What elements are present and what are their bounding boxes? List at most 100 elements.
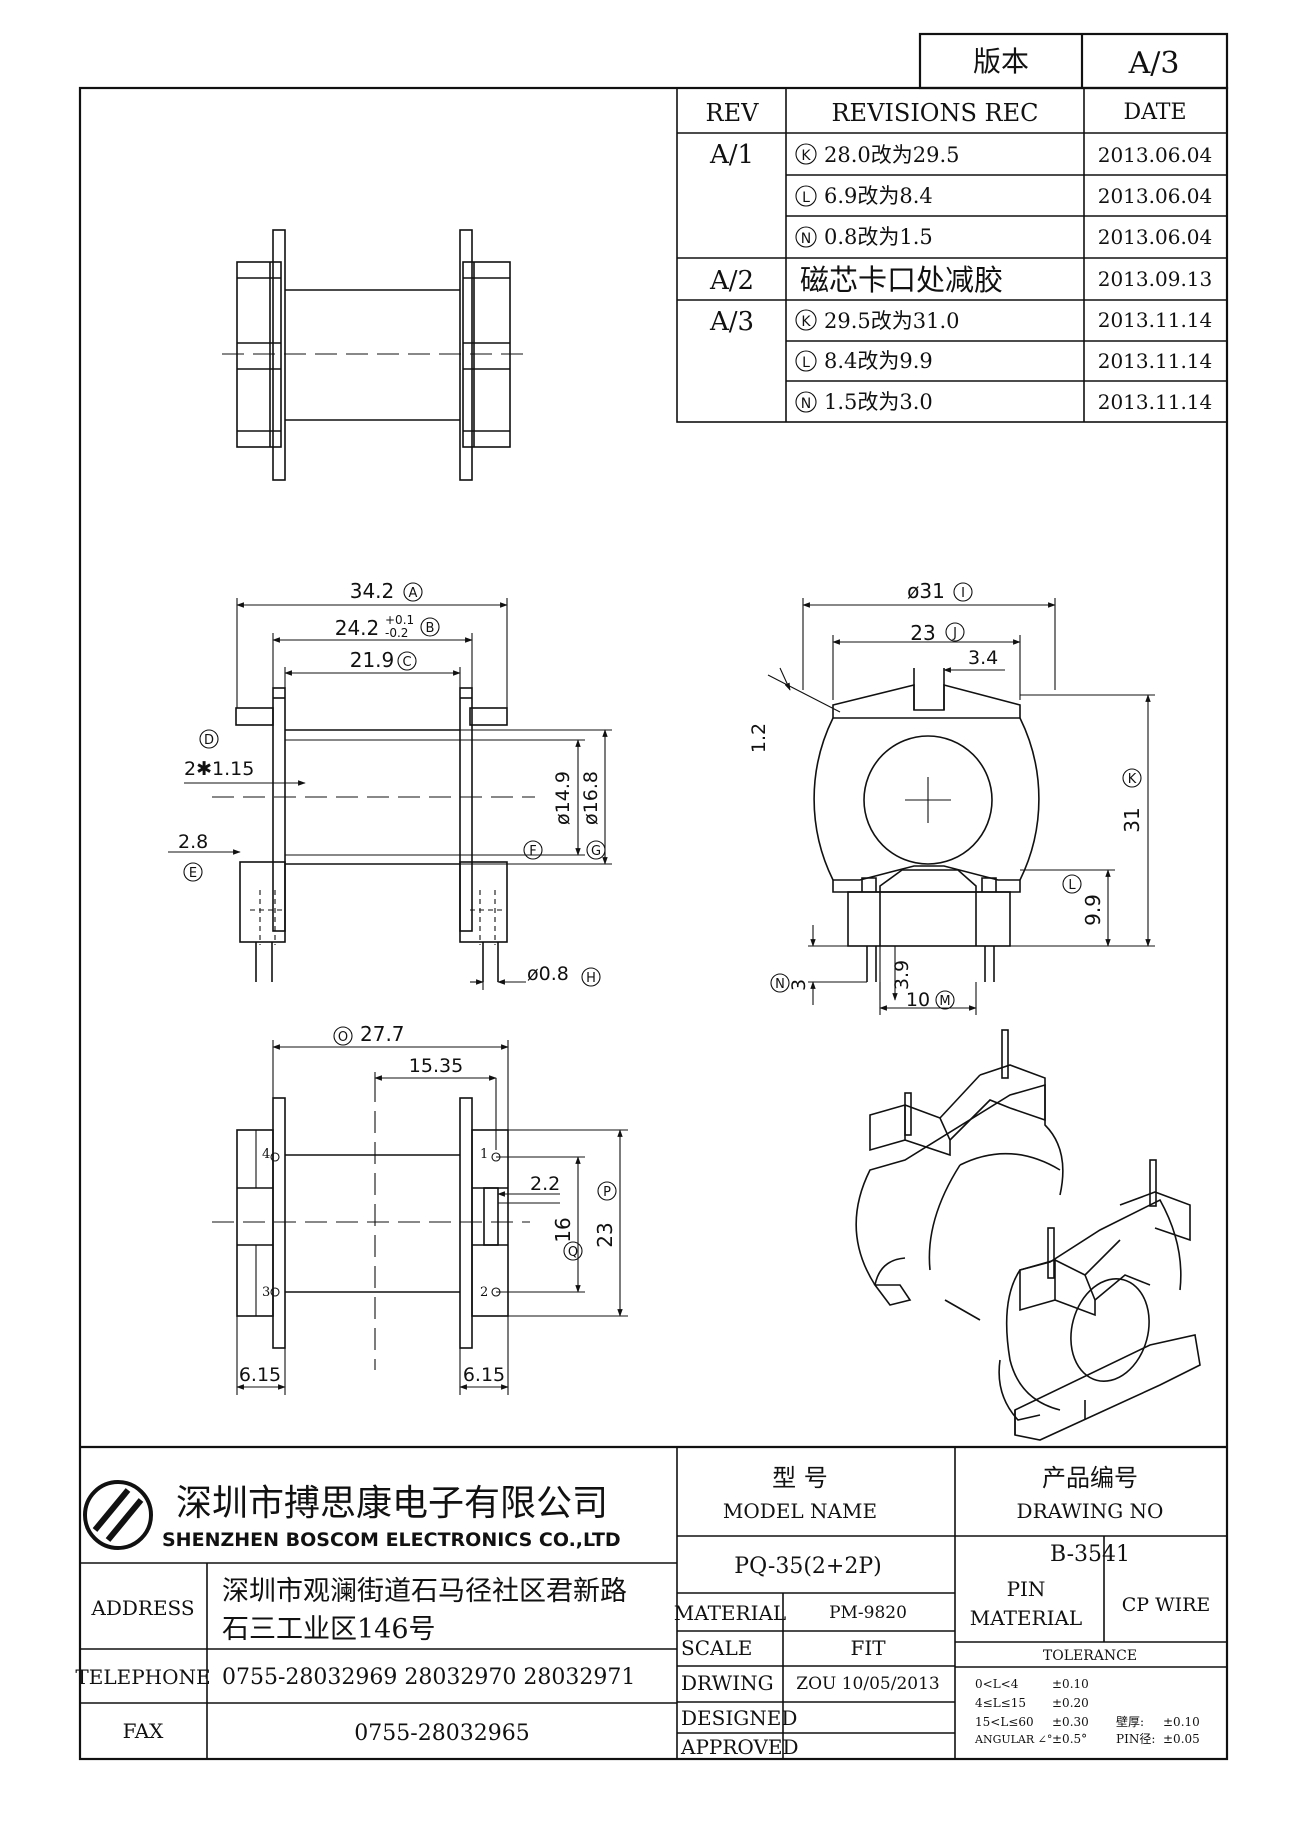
version-box: 版本 A/3 [918,32,1229,90]
pin-dia-tol-value: ±0.05 [1163,1732,1200,1746]
rev-row-5-date: 2013.11.14 [1098,349,1213,373]
material-label: MATERIAL [674,1601,786,1625]
material-value: PM-9820 [829,1603,907,1623]
dim-b-tol-minus: -0.2 [385,626,408,640]
title-block: 深圳市搏思康电子有限公司 SHENZHEN BOSCOM ELECTRONICS… [75,1445,1227,1759]
rev-row-4-mark: K [801,314,811,330]
rev-row-1-text: 6.9改为8.4 [824,184,933,208]
dim-g-value: ø16.8 [580,771,602,825]
address-line1: 深圳市观澜街道石马径社区君新路 [222,1576,627,1607]
scale-value: FIT [850,1636,886,1660]
top-view [222,229,525,481]
dim-f-mark: F [529,844,536,859]
dim-i-mark: I [961,586,965,601]
model-label-cn: 型 号 [772,1464,828,1492]
dim-m-value: 10 [906,989,930,1011]
pin-label-4: 4 [262,1147,270,1162]
wall-tol-value: ±0.10 [1163,1715,1200,1729]
dim-a-value: 34.2 [350,579,395,603]
address-label: ADDRESS [90,1596,194,1620]
rev-row-0-rev: A/1 [709,140,754,170]
drawing-label-cn: 产品编号 [1042,1464,1138,1492]
drawing-value: B-3541 [1050,1542,1130,1567]
rec-header: REVISIONS REC [831,99,1038,127]
dim-j-value: 23 [910,621,935,645]
dim-n-mark: N [775,977,785,992]
dim-q-mark: Q [568,1245,578,1260]
dim-b-mark: B [426,621,435,636]
telephone-value: 0755-28032969 28032970 28032971 [222,1665,635,1690]
dim-e-mark: E [189,866,197,881]
tol-value-2: ±0.30 [1052,1715,1089,1729]
tol-range-3: ANGULAR ∠° [974,1733,1052,1746]
drwing-value: ZOU 10/05/2013 [796,1674,939,1694]
dim-l-mark: L [1068,878,1076,893]
pin-label-3: 3 [262,1285,270,1300]
rev-row-6-mark: N [801,396,811,412]
dim-pin-h-value: 3.9 [891,960,913,990]
dim-1535-value: 15.35 [409,1055,463,1077]
rev-row-2-mark: N [801,231,811,247]
pin-material-value: CP WIRE [1122,1594,1211,1616]
tol-range-2: 15<L≤60 [975,1715,1034,1729]
front-view: 34.2 A 24.2 +0.1 -0.2 B 21.9 C D 2✱1.15 … [168,579,612,990]
dim-wall-value: 1.2 [748,723,770,753]
bottom-view: 4 3 1 2 O 27.7 15.35 23 P [212,1022,628,1395]
tol-value-3: ±0.5° [1052,1732,1087,1746]
model-value: PQ-35(2+2P) [734,1554,881,1579]
company-name-cn: 深圳市搏思康电子有限公司 [176,1483,608,1524]
pin-label-1: 1 [480,1147,488,1162]
dim-f-value: ø14.9 [552,771,574,825]
dim-c-mark: C [402,655,411,670]
dim-slot-value: 3.4 [968,647,998,669]
dim-b-value: 24.2 [335,616,380,640]
designed-label: DESIGNED [681,1706,797,1730]
version-label: 版本 [973,45,1029,78]
model-label-en: MODEL NAME [723,1499,877,1523]
dim-615b-value: 6.15 [463,1364,505,1386]
rev-row-4-rev: A/3 [709,307,754,337]
dim-i-value: ø31 [907,579,945,603]
rev-row-1-date: 2013.06.04 [1098,184,1213,208]
rev-row-5-text: 8.4改为9.9 [824,349,933,373]
dim-n-value: 3 [788,979,810,991]
drwing-label: DRWING [681,1671,774,1695]
rev-header: REV [706,99,760,127]
dim-k-mark: K [1128,772,1137,787]
rev-row-3-date: 2013.09.13 [1098,267,1213,291]
rev-row-4-text: 29.5改为31.0 [824,309,960,333]
pin-label-2: 2 [480,1285,488,1300]
dim-b-tol-plus: +0.1 [385,613,414,627]
version-value: A/3 [1128,46,1180,81]
dim-p-value: 23 [593,1222,617,1247]
approved-label: APPROVED [680,1735,799,1759]
fax-value: 0755-28032965 [354,1721,529,1746]
drawing-label-en: DRAWING NO [1017,1499,1164,1523]
dim-q-value: 16 [551,1217,575,1242]
dim-h-value: ø0.8 [527,963,569,985]
dim-22-value: 2.2 [530,1173,560,1195]
dim-p-mark: P [603,1185,611,1200]
rev-row-1-mark: L [802,190,810,206]
rev-row-2-date: 2013.06.04 [1098,225,1213,249]
company-logo [83,1480,153,1550]
side-view: ø31 I 23 J 3.4 1.2 31 K 9.9 L 10 [748,579,1155,1015]
rev-row-3-rev: A/2 [709,266,754,296]
dim-o-value: 27.7 [360,1022,405,1046]
address-line2: 石三工业区146号 [222,1614,436,1645]
company-name-en: SHENZHEN BOSCOM ELECTRONICS CO.,LTD [162,1529,621,1551]
rev-row-0-date: 2013.06.04 [1098,143,1213,167]
rev-row-2-text: 0.8改为1.5 [824,225,933,249]
rev-row-0-mark: K [801,148,811,164]
dim-l-value: 9.9 [1081,894,1105,926]
dim-c-value: 21.9 [350,648,395,672]
drawing-border [78,86,1229,1761]
revisions-table: REV REVISIONS REC DATE A/1 K 28.0改为29.5 … [676,87,1228,423]
rev-row-6-date: 2013.11.14 [1098,390,1213,414]
rev-row-6-text: 1.5改为3.0 [824,390,933,414]
telephone-label: TELEPHONE [75,1665,210,1689]
tol-range-0: 0<L<4 [975,1677,1019,1691]
tol-range-1: 4≤L≤15 [975,1696,1026,1710]
isometric-view [855,1029,1201,1441]
